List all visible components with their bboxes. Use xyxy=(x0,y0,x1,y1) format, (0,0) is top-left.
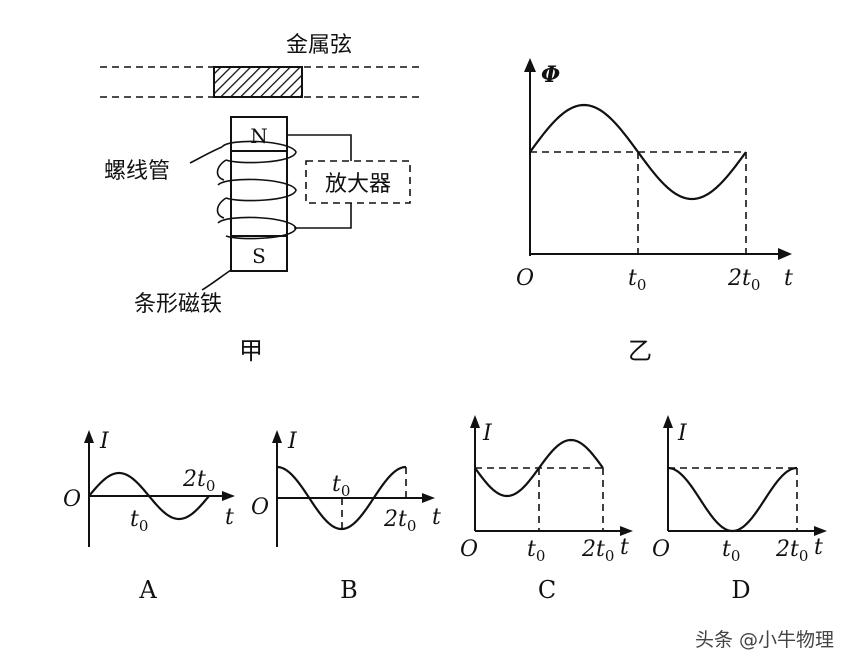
flux-tick-t0: t0 xyxy=(628,266,646,294)
option-d-curve xyxy=(667,466,798,533)
watermark: 头条 @小牛物理 xyxy=(695,629,834,651)
metal-string-label: 金属弦 xyxy=(286,33,352,58)
coil-winding-4 xyxy=(216,197,227,219)
flux-t-arrow xyxy=(778,248,792,260)
option-c-t-arrow xyxy=(620,526,633,536)
flux-tick-2t0: 2t0 xyxy=(727,266,760,294)
option-d-t-arrow xyxy=(814,526,827,536)
option-d-tick-2t0: 2t0 xyxy=(775,537,808,565)
amplifier-label: 放大器 xyxy=(325,172,391,197)
option-a-y-arrow xyxy=(84,430,94,443)
coil-winding-2 xyxy=(216,159,227,181)
option-b-tick-2t0: 2t0 xyxy=(383,507,416,535)
option-b-curve xyxy=(276,465,407,531)
option-a-caption: A xyxy=(138,576,157,604)
fig-yi-caption: 乙 xyxy=(628,337,652,365)
option-a-t-axis-label: t xyxy=(225,505,234,530)
option-b-y-arrow xyxy=(272,430,282,443)
flux-origin-label: O xyxy=(516,266,534,291)
magnet-label: 条形磁铁 xyxy=(134,292,222,317)
option-d-graph: I O t t0 2t0 D xyxy=(652,415,827,604)
option-b-graph: I O t t0 2t0 B xyxy=(251,429,441,604)
option-b-y-axis-label: I xyxy=(287,429,298,454)
fig-jia-caption: 甲 xyxy=(239,337,263,365)
option-b-t-axis-label: t xyxy=(432,505,441,530)
amplifier-box xyxy=(305,160,411,204)
option-c-tick-t0: t0 xyxy=(527,537,545,565)
bar-magnet xyxy=(230,116,288,272)
option-d-caption: D xyxy=(731,576,750,604)
option-a-tick-t0: t0 xyxy=(130,507,148,535)
solenoid-label: 螺线管 xyxy=(104,159,170,184)
option-a-origin-label: O xyxy=(63,487,81,512)
option-a-tick-2t0: 2t0 xyxy=(182,467,215,495)
option-b-origin-label: O xyxy=(251,495,269,520)
option-a-t-arrow xyxy=(222,491,235,501)
option-c-caption: C xyxy=(538,576,556,604)
option-d-y-axis-label: I xyxy=(677,421,688,446)
option-c-origin-label: O xyxy=(460,537,478,562)
fig-yi: Φ O t t0 2t0 乙 xyxy=(516,58,793,365)
option-a-graph: I O t t0 2t0 A xyxy=(63,429,235,604)
flux-t-axis-label: t xyxy=(784,266,793,291)
flux-y-arrow xyxy=(524,58,536,72)
coil-wire-bottom xyxy=(294,203,352,229)
flux-y-axis-label: Φ xyxy=(541,62,560,88)
option-a-y-axis-label: I xyxy=(99,429,110,454)
option-d-t-axis-label: t xyxy=(814,535,823,560)
option-c-graph: I O t t0 2t0 C xyxy=(460,415,633,604)
flux-curve xyxy=(529,103,747,201)
north-pole-label: N xyxy=(250,124,268,148)
option-c-y-axis-label: I xyxy=(482,421,493,446)
coil-winding-3 xyxy=(217,178,297,202)
option-b-t-arrow xyxy=(422,493,435,503)
option-d-tick-t0: t0 xyxy=(722,537,740,565)
magnet-leader-line xyxy=(201,269,232,291)
option-c-t-axis-label: t xyxy=(620,535,629,560)
option-c-tick-2t0: 2t0 xyxy=(581,537,614,565)
option-a-curve xyxy=(88,471,210,521)
option-b-tick-t0: t0 xyxy=(332,472,350,500)
option-c-curve xyxy=(474,438,604,498)
option-d-y-arrow xyxy=(663,415,673,428)
coil-winding-1 xyxy=(221,140,297,164)
coil-wire-top xyxy=(287,134,352,161)
south-pole-label: S xyxy=(252,244,266,268)
option-c-y-arrow xyxy=(470,415,480,428)
option-b-caption: B xyxy=(340,576,358,604)
solenoid-leader-line xyxy=(189,146,223,164)
option-d-origin-label: O xyxy=(652,537,670,562)
string-segment-hatched xyxy=(213,66,303,98)
fig-jia: 金属弦 N S 放大器 螺线管 条形磁铁 甲 xyxy=(100,33,420,365)
